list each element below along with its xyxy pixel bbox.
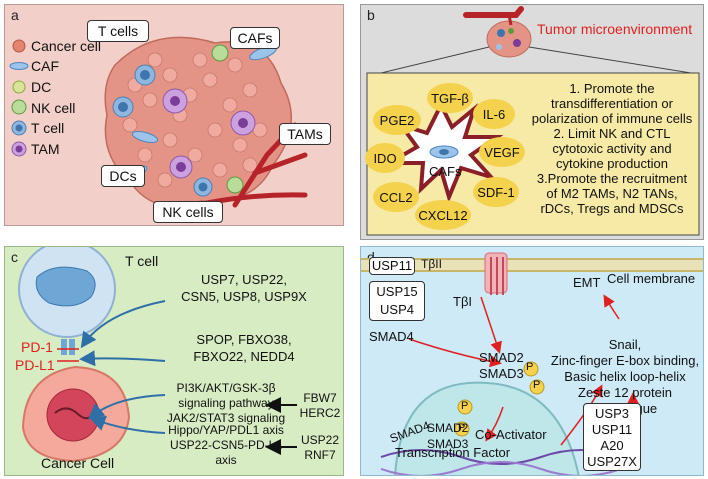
panel-c: c T cell PD-1 PD-L1 Cancer Cell USP7, US… [4, 246, 344, 476]
group-1-line-1: USP7, USP22, [201, 272, 287, 287]
usp11-top-box: USP11 [369, 257, 415, 275]
snail-line-1: Snail, [608, 337, 642, 352]
regulator-group-1: USP7, USP22, CSN5, USP8, USP9X [169, 271, 319, 305]
panel-b: b Tumor microenvironment TGF-β IL-6 PGE2… [360, 4, 704, 240]
pd-1-label: PD-1 [21, 339, 53, 355]
function-1-line-1: 1. Promote the [569, 81, 655, 96]
tgf-beta-diagram [361, 252, 703, 475]
factor-ido: IDO [365, 143, 405, 173]
panel-d: d USP11 TβII USP15 USP4 T [360, 246, 704, 476]
smad4-label: SMAD4 [369, 329, 414, 344]
phospho-4: P [458, 422, 466, 434]
dub-usp27x: USP27X [587, 454, 637, 469]
nuclear-smad2: SMAD2 [427, 421, 469, 435]
tme-title: Tumor microenvironment [537, 21, 693, 37]
tme-cluster [486, 14, 532, 58]
legend-dc: DC [31, 79, 52, 95]
tumor-tams [162, 88, 256, 179]
legend-tam: TAM [31, 141, 60, 157]
function-1-line-3: polarization of immune cells [531, 111, 693, 126]
group-3-line-2: signaling pathway [178, 396, 274, 410]
callout-t-cells: T cells [87, 20, 149, 42]
group-3-line-3: JAK2/STAT3 signaling [166, 411, 286, 425]
group-1-line-2: CSN5, USP8, USP9X [181, 289, 307, 304]
function-3-line-2: of M2 TAMs, N2 TANs, [546, 186, 678, 201]
factor-pge2: PGE2 [373, 105, 421, 135]
group-2-line-2: FBXO22, NEDD4 [193, 349, 295, 364]
group-4-line-2: USP22-CSN5-PD-L1 [169, 438, 283, 452]
t-cell-label: T cell [125, 253, 159, 269]
group-4-line-1: Hippo/YAP/PDL1 axis [168, 423, 284, 437]
panel-c-letter: c [11, 249, 18, 265]
group-3-line-1: PI3K/AKT/GSK-3β [176, 381, 276, 395]
function-2-line-3: cytokine production [555, 156, 668, 171]
nuclear-smad3: SMAD3 [427, 437, 469, 451]
legend-t-cell: T cell [31, 120, 65, 136]
legend-nk-cell: NK cell [31, 100, 76, 116]
regulator-fbw7: FBW7 [303, 391, 337, 405]
tumor-t-cells [112, 64, 213, 197]
cell-membrane-label: Cell membrane [607, 271, 696, 286]
transcription-factor-label: Transcription Factor [395, 445, 511, 460]
regulator-herc2: HERC2 [299, 406, 341, 420]
group-4-line-3: axis [215, 453, 237, 467]
function-3-line-1: 3.Promote the recruitment [536, 171, 688, 186]
snail-line-2: Zinc-finger E-box binding, [550, 353, 700, 368]
panel-a-letter: a [11, 7, 19, 23]
group-3-regulators: FBW7 HERC2 [297, 391, 343, 421]
panel-a: a [4, 4, 344, 226]
pd-l1-diagram [18, 247, 297, 463]
factor-il-6: IL-6 [473, 99, 515, 129]
cancer-cell-label: Cancer Cell [41, 455, 115, 471]
legend-cancer-cell: Cancer cell [31, 38, 102, 54]
factor-vegf: VEGF [479, 137, 525, 167]
panel-b-letter: b [367, 7, 375, 23]
phospho-2: P [533, 379, 541, 391]
smad3-label: SMAD3 [479, 366, 524, 381]
function-2-line-2: cytotoxic activity and [552, 141, 672, 156]
factor-sdf-1: SDF-1 [473, 177, 519, 207]
usp4-label: USP4 [380, 302, 414, 317]
tumor-nk-cells [211, 44, 244, 194]
snail-line-3: Basic helix loop-helix [564, 369, 686, 384]
regulator-rnf7: RNF7 [304, 448, 336, 462]
dub-a20: A20 [600, 438, 624, 453]
co-activator-label: Co-Activator [475, 427, 547, 442]
dub-usp3: USP3 [595, 406, 629, 421]
group-2-line-1: SPOP, FBXO38, [196, 332, 292, 347]
caf-functions-list: 1. Promote the transdifferentiation or p… [521, 81, 703, 216]
function-3-line-3: rDCs, Tregs and MDSCs [540, 201, 684, 216]
legend-caf: CAF [31, 58, 59, 74]
smad2-label: SMAD2 [479, 350, 524, 365]
dub-usp11: USP11 [591, 422, 633, 437]
signaling-group-3: PI3K/AKT/GSK-3β signaling pathway JAK2/S… [161, 381, 291, 426]
callout-tams: TAMs [279, 123, 331, 145]
pd-l1-label: PD-L1 [15, 357, 55, 373]
legend-icons [9, 39, 29, 157]
regulator-usp22: USP22 [300, 433, 340, 447]
regulator-group-2: SPOP, FBXO38, FBXO22, NEDD4 [169, 331, 319, 365]
caf-center-label: CAFs [429, 164, 462, 179]
usp15-label: USP15 [376, 284, 418, 299]
callout-cafs: CAFs [230, 27, 280, 49]
emt-label: EMT [573, 275, 601, 290]
factor-tgf-beta: TGF-β [427, 83, 473, 113]
signaling-group-4: Hippo/YAP/PDL1 axis USP22-CSN5-PD-L1 axi… [161, 423, 291, 468]
callout-dcs: DCs [101, 165, 145, 187]
tbrii-label: TβII [421, 257, 442, 271]
callout-nk-cells: NK cells [153, 201, 223, 223]
usp15-usp4-box: USP15 USP4 [369, 281, 425, 321]
tbri-label: TβI [453, 294, 473, 309]
factor-cxcl12: CXCL12 [415, 200, 471, 230]
phospho-1: P [526, 361, 534, 373]
function-2-line-1: 2. Limit NK and CTL [553, 126, 671, 141]
tumor-illustration [9, 36, 308, 216]
dub-box: USP3 USP11 A20 USP27X [583, 403, 641, 471]
group-4-regulators: USP22 RNF7 [297, 433, 343, 463]
factor-ccl2: CCL2 [373, 182, 419, 212]
emt-transcription-factors: Snail, Zinc-finger E-box binding, Basic … [547, 337, 703, 417]
phospho-3: P [461, 400, 469, 412]
function-1-line-2: transdifferentiation or [551, 96, 673, 111]
